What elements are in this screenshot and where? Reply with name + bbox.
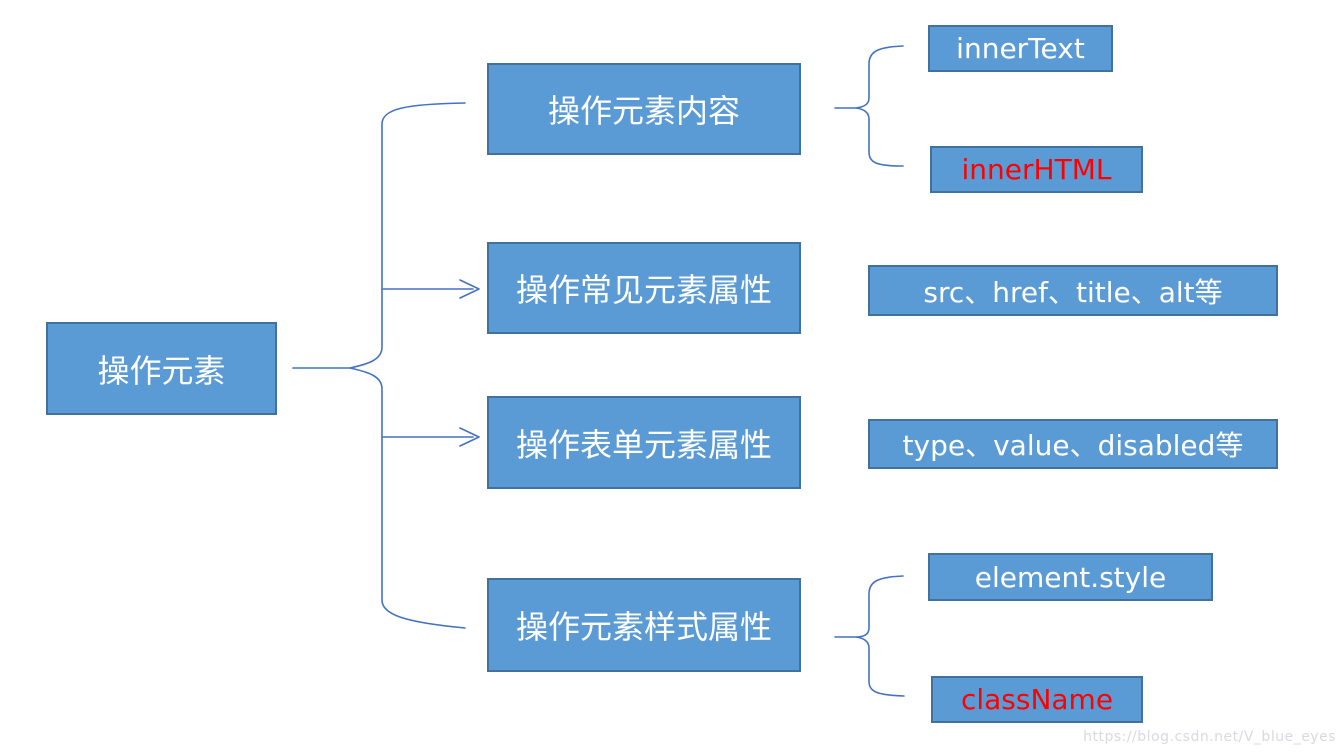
arrow-to-common-attrs-head: [459, 279, 480, 299]
leaf-node-form-attribute-list: type、value、disabled等: [868, 419, 1278, 469]
main-brace-top: [349, 102, 466, 369]
leaf-node-element-style: element.style: [928, 553, 1213, 601]
leaf-node-innertext: innerText: [928, 25, 1113, 72]
branch-node-form-attributes: 操作表单元素属性: [487, 396, 801, 489]
branch-node-label: 操作元素样式属性: [515, 608, 772, 646]
leaf-node-label: src、href、title、alt等: [923, 275, 1223, 309]
branch-node-label: 操作表单元素属性: [515, 425, 772, 464]
leaf-node-label-emphasis: className: [960, 683, 1114, 716]
leaf-node-label: type、value、disabled等: [902, 429, 1244, 462]
root-node-label: 操作元素: [97, 351, 226, 390]
leaf-node-classname: className: [931, 676, 1143, 723]
style-brace: [855, 575, 905, 697]
watermark-link: https://blog.csdn.net/V_blue_eyes: [1083, 729, 1336, 745]
branch-node-common-attributes: 操作常见元素属性: [487, 242, 801, 334]
main-brace-bottom: [349, 367, 466, 629]
leaf-node-label: element.style: [974, 560, 1167, 594]
branch-node-style-attributes: 操作元素样式属性: [487, 578, 801, 672]
leaf-node-innerhtml: innerHTML: [930, 146, 1143, 193]
branch-node-label: 操作常见元素属性: [515, 271, 772, 309]
branch-node-label: 操作元素内容: [547, 92, 740, 130]
arrow-to-form-attrs-head: [459, 427, 480, 447]
leaf-node-common-attribute-list: src、href、title、alt等: [868, 265, 1278, 316]
leaf-node-label: innerText: [956, 32, 1085, 65]
root-node-operate-element: 操作元素: [46, 322, 277, 415]
leaf-node-label-emphasis: innerHTML: [961, 153, 1112, 186]
content-brace: [855, 45, 904, 167]
branch-node-element-content: 操作元素内容: [487, 63, 801, 155]
